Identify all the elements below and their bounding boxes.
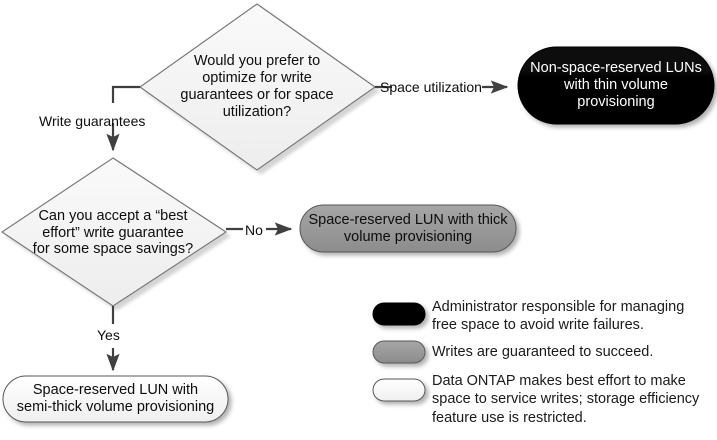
legend-item-3-line-2: space to service writes; storage efficie… [432,391,700,408]
legend-item-1-line-2: free space to avoid write failures. [432,317,644,334]
gray-rounded-swatch [372,340,426,364]
legend-item-2-line-1: Writes are guaranteed to succeed. [432,344,654,360]
edge-label-write-guarantees: Write guarantees [39,113,146,129]
edge-write-guarantees-line [111,85,140,103]
decision-node-2-shape [1,157,228,307]
outcome-thin-shape [517,46,715,125]
legend-item-3-line-3: feature use is restricted. [432,409,587,426]
edge-label-space-utilization: Space utilization [380,79,482,95]
legend-item-1-text: Administrator responsible for managing f… [432,298,717,335]
legend-item-2-text: Writes are guaranteed to succeed. [432,343,717,361]
legend-item-3-text: Data ONTAP makes best effort to make spa… [432,372,717,427]
black-rounded-swatch [372,302,426,326]
white-rounded-swatch [372,378,426,402]
outcome-thick-shape [299,204,517,253]
decision-node-1-shape [139,3,376,171]
outcome-semi-thick-shape [2,375,229,423]
edge-label-no: No [245,222,263,238]
legend-item-3-line-1: Data ONTAP makes best effort to make [432,373,686,389]
edge-label-yes: Yes [97,327,120,343]
legend-item-1-line-1: Administrator responsible for managing [432,299,685,315]
